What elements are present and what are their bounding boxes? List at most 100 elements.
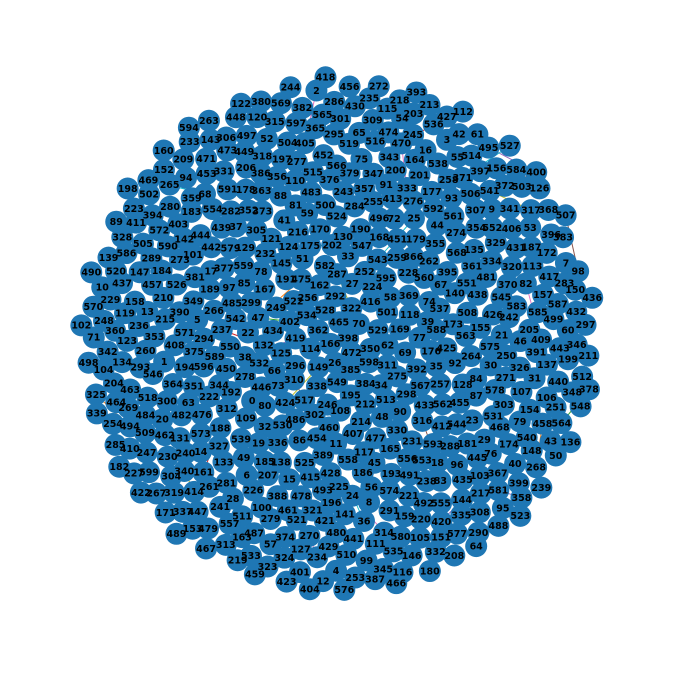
node-label: 441 [343, 534, 363, 545]
node-label: 587 [548, 299, 568, 310]
graph-node [165, 522, 188, 545]
graph-node [448, 391, 471, 414]
graph-node [189, 422, 212, 445]
graph-node [340, 341, 363, 364]
node-label: 113 [523, 261, 543, 272]
node-label: 57 [264, 540, 277, 551]
graph-node [265, 296, 288, 319]
graph-node [386, 365, 409, 388]
node-label: 103 [470, 471, 490, 482]
node-label: 164 [405, 155, 425, 166]
node-label: 129 [235, 243, 255, 254]
node-label: 130 [333, 232, 353, 243]
node-label: 141 [335, 510, 355, 521]
node-label: 544 [447, 420, 467, 431]
node-label: 595 [376, 273, 396, 284]
node-label: 153 [183, 524, 203, 535]
node-label: 451 [387, 235, 407, 246]
graph-node [460, 144, 483, 167]
graph-node [154, 308, 177, 331]
node-label: 117 [354, 448, 374, 459]
node-label: 157 [533, 290, 553, 301]
graph-node [250, 179, 273, 202]
node-label: 550 [220, 342, 240, 353]
node-label: 461 [278, 506, 298, 517]
graph-node [525, 456, 548, 479]
graph-node [276, 131, 299, 154]
node-label: 76 [484, 449, 498, 460]
node-label: 468 [490, 422, 510, 433]
graph-node [405, 81, 428, 104]
node-label: 484 [136, 411, 156, 422]
graph-node [129, 356, 152, 379]
node-label: 73 [272, 381, 285, 392]
node-label: 239 [531, 483, 551, 494]
node-label: 594 [179, 123, 199, 134]
node-label: 439 [211, 223, 231, 234]
node-label: 238 [417, 476, 437, 487]
node-label: 434 [263, 326, 283, 337]
node-label: 546 [143, 369, 163, 380]
graph-node [80, 261, 103, 284]
node-label: 108 [330, 406, 350, 417]
node-label: 179 [406, 234, 426, 245]
node-label: 394 [143, 211, 163, 222]
node-label: 583 [506, 302, 526, 313]
graph-node [493, 174, 516, 197]
graph-node [492, 393, 515, 416]
node-label: 26 [328, 358, 342, 369]
graph-node [251, 145, 274, 168]
graph-node [97, 246, 120, 269]
node-label: 585 [528, 307, 548, 318]
node-label: 75 [355, 154, 368, 165]
node-label: 188 [210, 423, 230, 434]
node-label: 45 [368, 458, 381, 469]
graph-node [152, 158, 175, 181]
node-label: 514 [462, 151, 482, 162]
graph-node [167, 213, 190, 236]
node-label: 420 [431, 517, 451, 528]
node-label: 313 [216, 540, 236, 551]
graph-node [271, 414, 294, 437]
graph-node [197, 109, 220, 132]
node-label: 339 [87, 409, 107, 420]
node-label: 79 [513, 417, 526, 428]
node-label: 225 [329, 482, 349, 493]
node-label: 15 [283, 475, 296, 486]
graph-node [520, 439, 543, 462]
node-label: 1 [161, 357, 168, 368]
node-label: 549 [327, 377, 347, 388]
node-label: 216 [288, 227, 308, 238]
graph-node [510, 486, 533, 509]
node-label: 240 [176, 449, 196, 460]
node-label: 459 [245, 570, 265, 581]
node-label: 399 [509, 479, 529, 490]
graph-node [379, 437, 402, 460]
node-label: 572 [149, 226, 169, 237]
node-label: 226 [243, 486, 263, 497]
node-label: 202 [322, 240, 342, 251]
node-label: 547 [352, 241, 372, 252]
graph-node [171, 500, 194, 523]
node-label: 505 [133, 239, 153, 250]
node-label: 455 [450, 398, 470, 409]
node-label: 499 [544, 314, 564, 325]
node-label: 19 [252, 439, 265, 450]
graph-node [242, 479, 265, 502]
node-label: 259 [387, 253, 407, 264]
node-label: 578 [485, 385, 505, 396]
node-label: 317 [521, 205, 541, 216]
node-label: 372 [495, 181, 515, 192]
node-label: 173 [443, 320, 463, 331]
graph-node [240, 291, 263, 314]
node-label: 453 [197, 169, 217, 180]
graph-node [379, 286, 402, 309]
node-label: 414 [184, 487, 204, 498]
graph-node [385, 572, 408, 595]
node-label: 534 [297, 310, 317, 321]
node-label: 137 [537, 360, 557, 371]
graph-node [366, 248, 389, 271]
graph-node [270, 342, 293, 365]
graph-node [284, 169, 307, 192]
graph-node [174, 442, 197, 465]
